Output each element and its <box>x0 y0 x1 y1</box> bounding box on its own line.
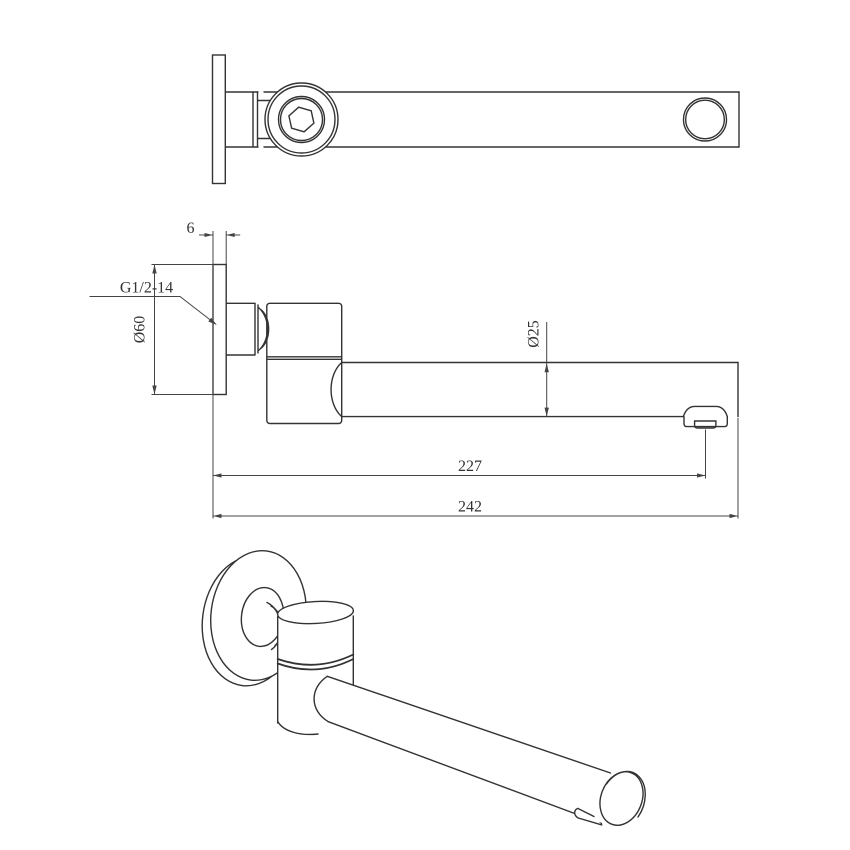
overall-length-label: 242 <box>458 499 482 516</box>
top-outlet-circle <box>682 97 728 142</box>
reach-label: 227 <box>458 458 482 475</box>
front-view <box>212 263 739 429</box>
top-view <box>211 54 740 185</box>
dim-overall-length <box>213 513 738 519</box>
front-spout-tube <box>330 361 739 418</box>
plate-thickness-label: 6 <box>187 220 195 237</box>
thread-spec-label: G1/2-14 <box>120 280 173 297</box>
extension-lines <box>212 231 739 519</box>
iso-spout-tube <box>313 675 637 825</box>
flange-diameter-label: Ø60 <box>132 316 149 344</box>
isometric-view <box>201 550 646 826</box>
top-joint-circle <box>264 82 339 157</box>
top-wall-plate <box>211 54 227 185</box>
swivel-seam <box>266 356 343 360</box>
dim-reach <box>213 473 706 478</box>
iso-aerator-lip <box>573 807 603 826</box>
spout-diameter-label: Ø25 <box>526 320 543 348</box>
front-connector-ball <box>257 306 270 352</box>
dim-thread-callout <box>89 296 217 325</box>
front-view-dimensions <box>89 231 739 519</box>
top-spout-arm <box>263 91 740 148</box>
dim-flange-diameter <box>151 264 213 395</box>
iso-swivel-seam <box>276 653 355 671</box>
front-swivel-joint <box>266 302 343 425</box>
front-wall-flange <box>212 263 227 396</box>
dim-plate-thickness <box>199 233 241 237</box>
iso-spout-tip <box>599 770 646 826</box>
hex-socket <box>288 106 315 133</box>
dim-spout-diameter <box>544 322 549 417</box>
front-connector <box>225 302 259 356</box>
front-aerator-outlet <box>682 405 728 429</box>
